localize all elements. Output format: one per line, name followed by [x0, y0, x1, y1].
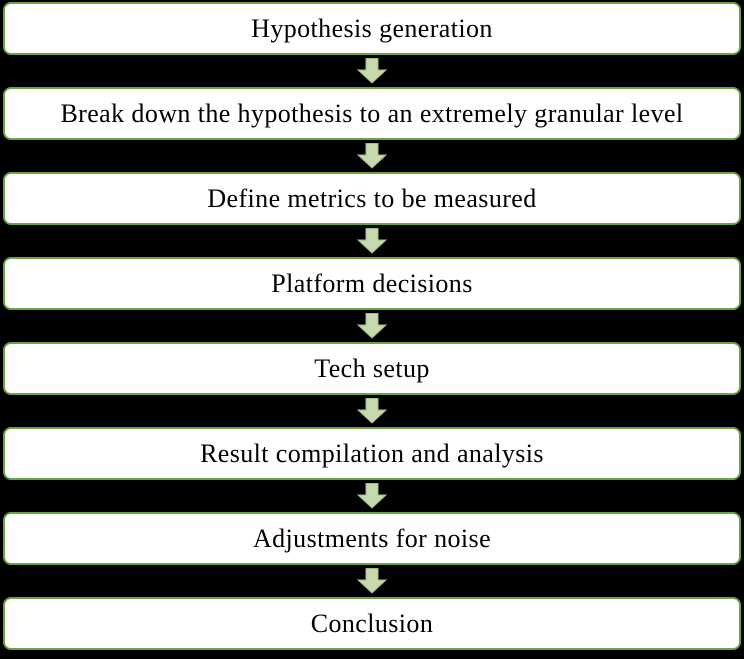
step-label: Conclusion [310, 608, 434, 638]
step-box-adjustments-for-noise: Adjustments for noise [3, 512, 741, 565]
step-box-conclusion: Conclusion [3, 597, 741, 650]
down-arrow-icon [357, 483, 387, 509]
step-label: Define metrics to be measured [207, 183, 537, 213]
down-arrow-icon [357, 143, 387, 169]
step-label: Break down the hypothesis to an extremel… [60, 98, 684, 128]
connector-row [3, 565, 741, 597]
step-label: Result compilation and analysis [200, 438, 544, 468]
down-arrow-icon [357, 58, 387, 84]
step-box-break-down-hypothesis: Break down the hypothesis to an extremel… [3, 87, 741, 140]
connector-row [3, 395, 741, 427]
step-label: Tech setup [314, 353, 430, 383]
step-box-tech-setup: Tech setup [3, 342, 741, 395]
down-arrow-icon [357, 568, 387, 594]
step-box-platform-decisions: Platform decisions [3, 257, 741, 310]
step-label: Adjustments for noise [252, 523, 492, 553]
step-box-result-compilation: Result compilation and analysis [3, 427, 741, 480]
connector-row [3, 140, 741, 172]
connector-row [3, 225, 741, 257]
down-arrow-icon [357, 228, 387, 254]
step-box-define-metrics: Define metrics to be measured [3, 172, 741, 225]
connector-row [3, 55, 741, 87]
step-label: Hypothesis generation [251, 13, 493, 43]
down-arrow-icon [357, 313, 387, 339]
step-label: Platform decisions [271, 268, 473, 298]
step-box-hypothesis-generation: Hypothesis generation [3, 2, 741, 55]
connector-row [3, 310, 741, 342]
down-arrow-icon [357, 398, 387, 424]
connector-row [3, 480, 741, 512]
